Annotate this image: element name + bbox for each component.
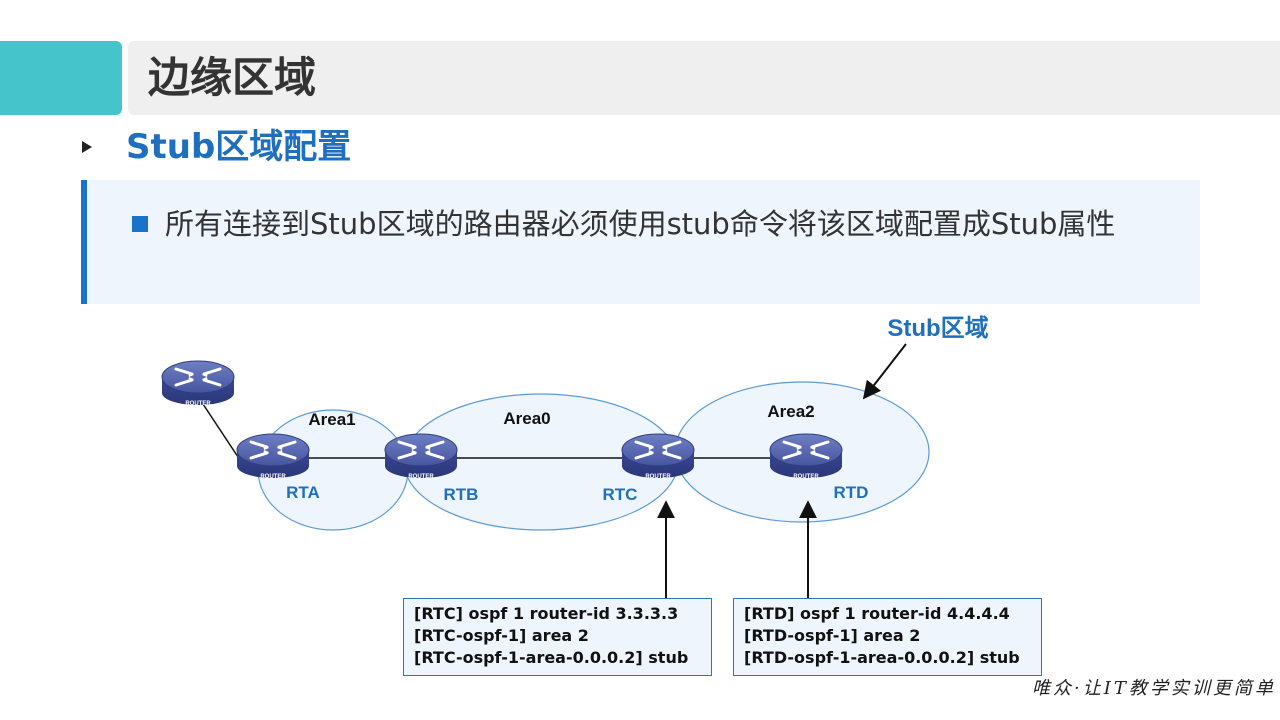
router-badge: ROUTER (793, 474, 819, 480)
router-label-rta: RTA (286, 483, 320, 502)
config-line: [RTC-ospf-1] area 2 (414, 626, 589, 645)
router-badge: ROUTER (645, 474, 671, 480)
rtd-config-box: [RTD] ospf 1 router-id 4.4.4.4 [RTD-ospf… (733, 598, 1042, 676)
router-rtd: ROUTER (768, 432, 844, 480)
page-title: 边缘区域 (148, 53, 317, 102)
router-label-rtb: RTB (444, 485, 479, 504)
area2-label: Area2 (767, 402, 814, 421)
config-line: [RTD] ospf 1 router-id 4.4.4.4 (744, 604, 1010, 623)
config-line: [RTD-ospf-1] area 2 (744, 626, 921, 645)
config-line: [RTD-ospf-1-area-0.0.0.2] stub (744, 648, 1020, 667)
router-external: ROUTER (160, 359, 236, 407)
router-rtb: ROUTER (383, 432, 459, 480)
note-box: 所有连接到Stub区域的路由器必须使用stub命令将该区域配置成Stub属性 (81, 180, 1200, 304)
footer-slogan: 唯众·让IT教学实训更简单 (1032, 678, 1276, 699)
area1-label: Area1 (308, 410, 355, 429)
router-label-rtd: RTD (834, 483, 869, 502)
config-line: [RTC-ospf-1-area-0.0.0.2] stub (414, 648, 689, 667)
title-bar: 边缘区域 (128, 41, 1280, 115)
router-badge: ROUTER (260, 474, 286, 480)
section-subtitle: Stub区域配置 (126, 127, 352, 167)
square-bullet-icon (132, 216, 148, 232)
config-line: [RTC] ospf 1 router-id 3.3.3.3 (414, 604, 679, 623)
rtc-config-box: [RTC] ospf 1 router-id 3.3.3.3 [RTC-ospf… (403, 598, 712, 676)
router-rtc: ROUTER (620, 432, 696, 480)
stub-callout-label: Stub区域 (887, 315, 988, 342)
bullet-arrow-icon (82, 141, 92, 153)
stub-callout-arrow (862, 343, 907, 400)
title-accent-block (0, 41, 122, 115)
router-badge: ROUTER (185, 401, 211, 407)
router-rta: ROUTER (235, 432, 311, 480)
link-rta-external (198, 397, 245, 467)
router-badge: ROUTER (408, 474, 434, 480)
router-label-rtc: RTC (603, 485, 638, 504)
area0-label: Area0 (503, 409, 550, 428)
note-text: 所有连接到Stub区域的路由器必须使用stub命令将该区域配置成Stub属性 (165, 207, 1116, 241)
